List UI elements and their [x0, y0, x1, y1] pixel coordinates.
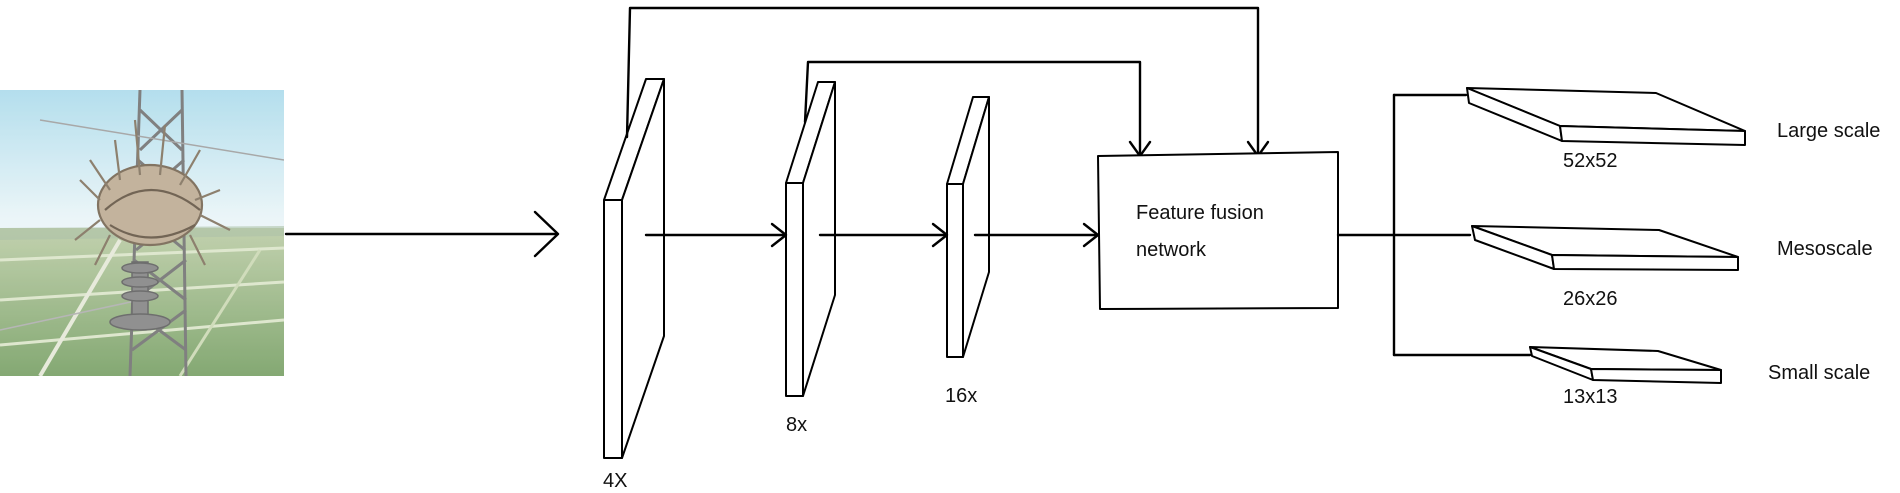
fusion-label-line2: network: [1136, 239, 1207, 261]
output-plate-large: [1466, 87, 1746, 146]
feature-fusion-box: [1097, 151, 1339, 310]
label-4x: 4X: [603, 470, 627, 492]
feature-block-4x: [603, 78, 665, 459]
output-size-large: 52x52: [1563, 150, 1618, 172]
output-size-small: 13x13: [1563, 386, 1618, 408]
feature-block-8x: [785, 81, 836, 397]
output-scale-medium: Mesoscale: [1777, 238, 1873, 260]
output-connector: [1336, 93, 1532, 357]
label-16x: 16x: [945, 385, 977, 407]
output-scale-small: Small scale: [1768, 362, 1870, 384]
arrow-4x-to-8x: [644, 222, 788, 248]
input-photo: [0, 90, 284, 376]
output-scale-large: Large scale: [1777, 120, 1880, 142]
output-size-medium: 26x26: [1563, 288, 1618, 310]
skip-connection-4x: [625, 6, 1270, 158]
arrow-16x-to-fusion: [973, 222, 1100, 248]
label-8x: 8x: [786, 414, 807, 436]
input-arrow: [284, 210, 560, 258]
arrow-8x-to-16x: [818, 222, 949, 248]
output-plate-medium: [1471, 225, 1739, 271]
feature-block-16x: [946, 96, 990, 358]
fusion-label-line1: Feature fusion: [1136, 202, 1264, 224]
output-plate-small: [1529, 346, 1722, 384]
